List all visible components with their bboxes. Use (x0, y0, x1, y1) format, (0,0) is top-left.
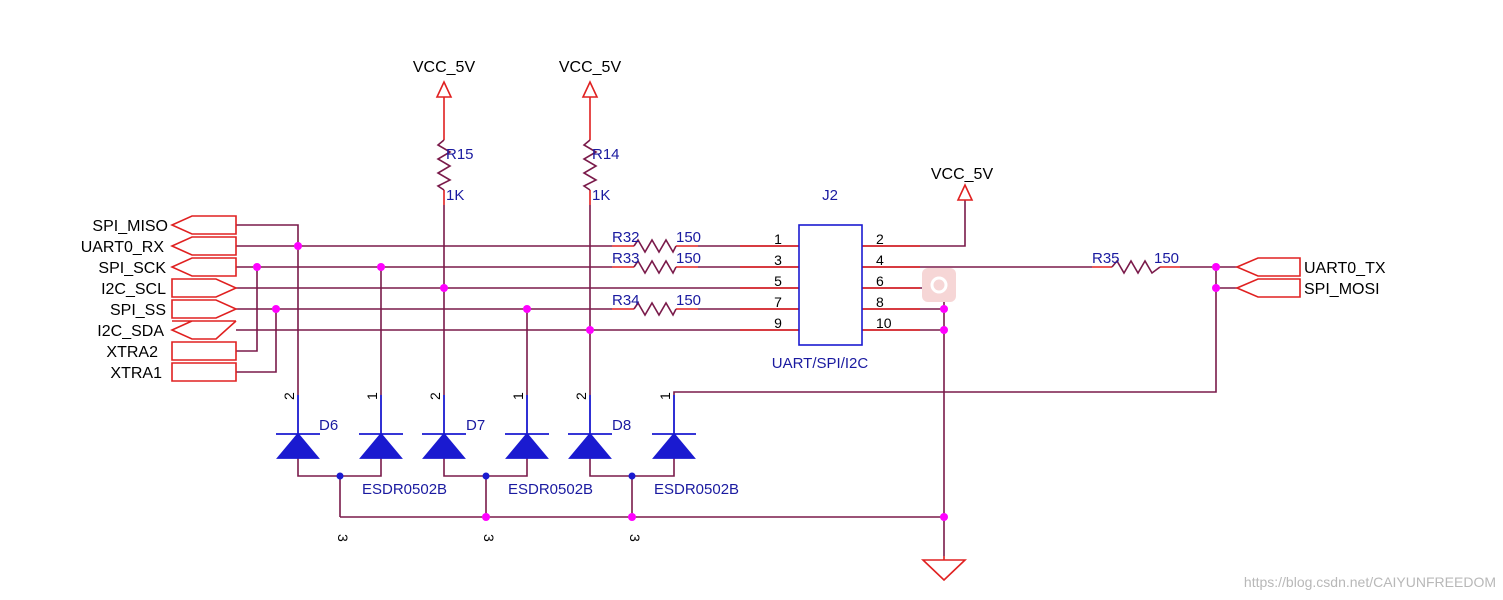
diode-d8-a (568, 395, 612, 459)
connector-pin: 2 (876, 231, 884, 247)
r34-body (633, 301, 677, 317)
watermark-text: https://blog.csdn.net/CAIYUNFREEDOM (1244, 574, 1496, 590)
r33-body (633, 259, 677, 275)
d8-pin-b: 1 (657, 392, 673, 400)
port-uart0-tx-shape (1234, 257, 1301, 277)
r14-ref: R14 (592, 146, 620, 163)
d8-part: ESDR0502B (654, 481, 739, 498)
port-label-i2c-scl: I2C_SCL (101, 281, 166, 298)
port-spi-mosi-shape (1234, 278, 1301, 298)
vcc-label-3: VCC_5V (931, 166, 994, 183)
d7-ref: D7 (466, 417, 485, 434)
d6-ref: D6 (319, 417, 338, 434)
port-label-i2c-sda: I2C_SDA (97, 323, 164, 340)
port-label-uart0-tx: UART0_TX (1304, 260, 1386, 277)
connector-name: UART/SPI/I2C (772, 355, 869, 372)
ground-symbol (921, 556, 967, 582)
port-spi-sck-shape (170, 257, 237, 277)
port-spi-miso-shape (170, 215, 237, 235)
d7-part: ESDR0502B (508, 481, 593, 498)
r15-ref: R15 (446, 146, 474, 163)
diode-d6-b (359, 395, 403, 459)
port-label-spi-sck: SPI_SCK (98, 260, 166, 277)
connector-pin: 1 (774, 231, 782, 247)
watermark-logo-icon (922, 268, 956, 302)
d6-pin-c: 3 (335, 534, 351, 542)
r34-ref: R34 (612, 292, 640, 309)
diode-nodes (336, 472, 636, 480)
d6-part: ESDR0502B (362, 481, 447, 498)
r14-body (582, 139, 598, 191)
r35-ref: R35 (1092, 250, 1120, 267)
d8-ref: D8 (612, 417, 631, 434)
r33-ref: R33 (612, 250, 640, 267)
r35-body (1111, 259, 1161, 275)
port-uart0-rx-shape (170, 236, 237, 256)
d7-pin-a: 2 (427, 392, 443, 400)
diode-d7-a (422, 395, 466, 459)
port-label-spi-miso: SPI_MISO (92, 218, 168, 235)
connector-pin: 7 (774, 294, 782, 310)
connector-pin: 10 (876, 315, 892, 331)
r32-value: 150 (676, 229, 701, 246)
d6-pin-a: 2 (281, 392, 297, 400)
port-label-spi-mosi: SPI_MOSI (1304, 281, 1380, 298)
junctions (253, 242, 1220, 521)
connector-pin: 9 (774, 315, 782, 331)
port-xtra2-shape (171, 341, 237, 361)
connector-pin: 5 (774, 273, 782, 289)
r32-body (633, 238, 677, 254)
port-label-spi-ss: SPI_SS (110, 302, 166, 319)
port-spi-ss-shape (171, 299, 238, 319)
d7-pin-b: 1 (510, 392, 526, 400)
connector-pin: 8 (876, 294, 884, 310)
connector-ref: J2 (822, 187, 838, 204)
diodes (276, 395, 696, 459)
r14-value: 1K (592, 187, 610, 204)
port-i2c-scl-shape (171, 278, 238, 298)
d6-pin-b: 1 (364, 392, 380, 400)
wires (236, 200, 1237, 556)
vcc-arrow-2 (581, 80, 599, 120)
vcc-arrow-3 (956, 183, 974, 201)
vcc-label-1: VCC_5V (413, 59, 476, 76)
connector-pin: 3 (774, 252, 782, 268)
connector-j2-body (798, 224, 863, 346)
resistor-bodies (436, 139, 1161, 317)
d7-pin-c: 3 (481, 534, 497, 542)
vcc-label-2: VCC_5V (559, 59, 622, 76)
port-label-xtra2: XTRA2 (106, 344, 158, 361)
diode-d7-b (505, 395, 549, 459)
r32-ref: R32 (612, 229, 640, 246)
port-i2c-sda-shape (170, 320, 237, 340)
diode-d8-b (652, 395, 696, 459)
r34-value: 150 (676, 292, 701, 309)
diode-d6-a (276, 395, 320, 459)
port-symbols (170, 80, 1301, 582)
connector-pin: 6 (876, 273, 884, 289)
connector-pin: 4 (876, 252, 884, 268)
port-xtra1-shape (171, 362, 237, 382)
d8-pin-a: 2 (573, 392, 589, 400)
port-label-xtra1: XTRA1 (110, 365, 162, 382)
d8-pin-c: 3 (627, 534, 643, 542)
r15-body (436, 139, 452, 191)
vcc-arrow-1 (435, 80, 453, 120)
r15-value: 1K (446, 187, 464, 204)
r33-value: 150 (676, 250, 701, 267)
port-label-uart0-rx: UART0_RX (81, 239, 165, 256)
r35-value: 150 (1154, 250, 1179, 267)
